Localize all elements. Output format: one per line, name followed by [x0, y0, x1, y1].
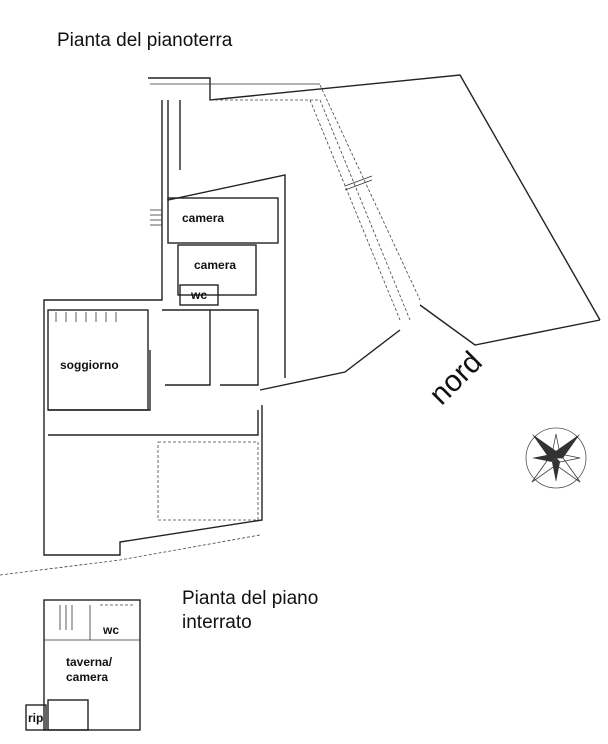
- basement-title-line1: Pianta del piano: [182, 588, 319, 609]
- room-label-wc-ground: wc: [191, 288, 208, 302]
- basement-title-line2: interrato: [182, 612, 252, 633]
- basement-walls: [25, 599, 141, 731]
- ground-floor-walls: [43, 74, 601, 556]
- room-label-camera-1: camera: [182, 211, 225, 225]
- stairs: [55, 209, 162, 322]
- room-label-rip: rip: [28, 711, 44, 725]
- ground-floor-title: Pianta del pianoterra: [57, 30, 233, 51]
- room-label-camera-2: camera: [194, 258, 237, 272]
- room-label-taverna-camera: camera: [66, 670, 109, 684]
- room-label-wc-basement: wc: [103, 623, 120, 637]
- dashed-outlines: [0, 84, 421, 576]
- compass-rose-icon: [525, 427, 587, 489]
- room-label-taverna: taverna/: [66, 655, 113, 669]
- room-label-soggiorno: soggiorno: [60, 358, 119, 372]
